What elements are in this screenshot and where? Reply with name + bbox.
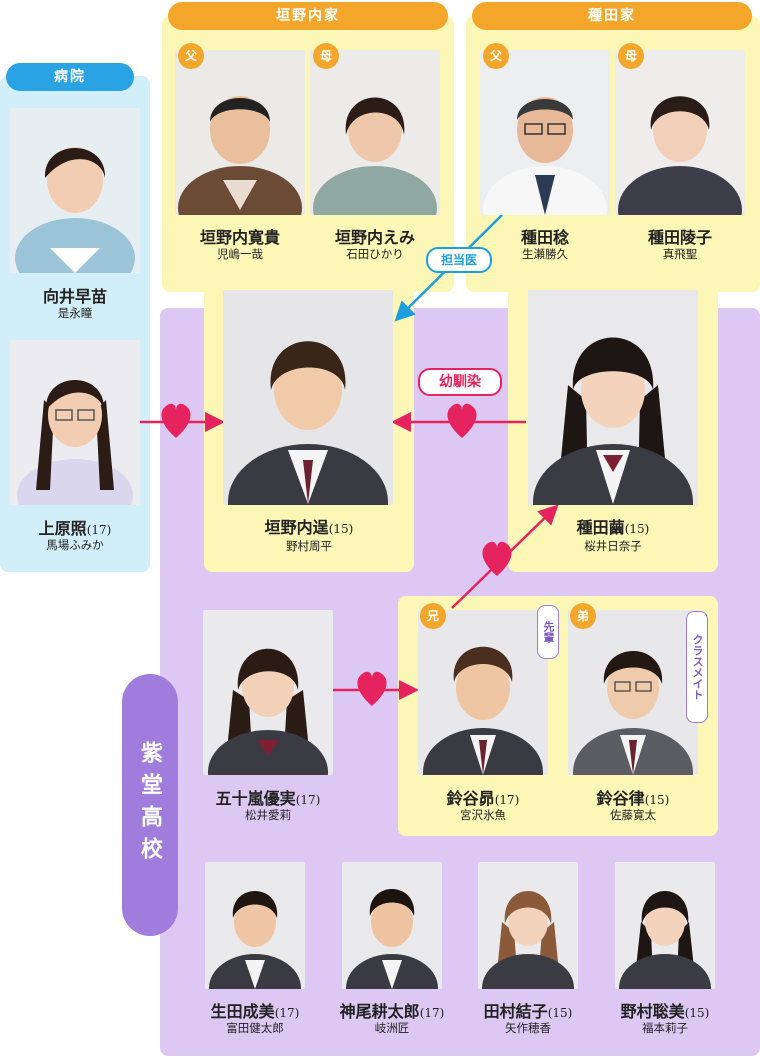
person-age: (17)	[419, 1006, 445, 1020]
ran-photo	[528, 290, 698, 505]
heart-icon	[357, 671, 387, 706]
school-label-text: 紫堂高校	[137, 741, 163, 869]
taneda-family-label: 種田家	[472, 2, 752, 30]
mother-badge: 母	[618, 43, 644, 69]
yumi-photo	[203, 610, 333, 775]
person-age: (17)	[494, 793, 520, 807]
tadashi-name: 垣野内逞(15)	[204, 514, 414, 538]
ritsu-name: 鈴谷律(15)	[558, 785, 708, 809]
heart-icon	[161, 403, 191, 438]
tadashi-photo	[223, 290, 393, 505]
satomi-name: 野村聡美(15)	[595, 998, 735, 1022]
yuiko-photo	[478, 862, 578, 989]
kotaro-name: 神尾耕太郎(17)	[322, 998, 462, 1022]
hiroki-actor: 児嶋一哉	[217, 247, 263, 261]
yumi-actor: 松井愛莉	[245, 808, 291, 822]
narumi-name: 生田成美(17)	[185, 998, 325, 1022]
minoru-name: 種田稔	[480, 224, 610, 248]
person-age: (17)	[295, 793, 321, 807]
person-name: 鈴谷昴	[446, 789, 495, 808]
childhood-friend-tag: 幼馴染	[418, 368, 502, 396]
school-label: 紫堂高校	[122, 674, 178, 936]
person-age: (15)	[644, 793, 670, 807]
father-badge: 父	[178, 43, 204, 69]
subaru-actor: 宮沢氷魚	[460, 808, 506, 822]
kakinouchi-family-label: 垣野内家	[168, 2, 448, 30]
attending-doctor-tag: 担当医	[426, 247, 492, 273]
teru-actor: 馬場ふみか	[46, 538, 104, 552]
father-badge: 父	[483, 43, 509, 69]
minoru-actor: 生瀬勝久	[522, 247, 568, 261]
person-age: (15)	[684, 1006, 710, 1020]
sanae-photo	[10, 108, 140, 273]
yuiko-name: 田村結子(15)	[458, 998, 598, 1022]
ritsu-photo	[568, 610, 698, 775]
ran-name: 種田繭(15)	[508, 514, 718, 538]
hiroki-name: 垣野内寛貴	[175, 224, 305, 248]
heart-icon	[482, 541, 512, 576]
teru-photo	[10, 340, 140, 505]
person-age: (17)	[274, 1006, 300, 1020]
minoru-photo	[480, 50, 610, 215]
person-name: 神尾耕太郎	[339, 1002, 420, 1021]
person-name: 垣野内えみ	[334, 228, 415, 247]
person-name: 野村聡美	[620, 1002, 685, 1021]
senior-tag: 先輩	[537, 605, 559, 659]
person-name: 種田陵子	[647, 228, 712, 247]
tadashi-actor: 野村周平	[286, 539, 332, 553]
younger-brother-badge: 弟	[570, 603, 596, 629]
person-age: (15)	[328, 522, 354, 536]
teru-name: 上原照(17)	[0, 515, 150, 539]
mother-badge: 母	[313, 43, 339, 69]
narumi-photo	[205, 862, 305, 989]
ran-actor: 桜井日奈子	[584, 539, 642, 553]
subaru-photo	[418, 610, 548, 775]
hiroki-photo	[175, 50, 305, 215]
kotaro-photo	[342, 862, 442, 989]
hospital-label: 病院	[6, 63, 134, 91]
sanae-actor: 是永瞳	[57, 306, 93, 320]
emi-photo	[310, 50, 440, 215]
person-name: 種田繭	[576, 518, 625, 537]
person-name: 生田成美	[210, 1002, 275, 1021]
emi-actor: 石田ひかり	[346, 247, 404, 261]
person-name: 田村結子	[483, 1002, 548, 1021]
narumi-actor: 富田健太郎	[226, 1021, 284, 1035]
person-name: 上原照	[38, 519, 87, 538]
person-age: (15)	[624, 522, 650, 536]
person-name: 種田稔	[520, 228, 569, 247]
ryoko-name: 種田陵子	[615, 224, 745, 248]
person-name: 向井早苗	[42, 287, 107, 306]
person-name: 垣野内逞	[264, 518, 329, 537]
emi-name: 垣野内えみ	[310, 224, 440, 248]
older-brother-badge: 兄	[420, 603, 446, 629]
ryoko-photo	[615, 50, 745, 215]
ritsu-actor: 佐藤寛太	[610, 808, 656, 822]
classmate-tag: クラスメイト	[686, 611, 708, 723]
person-name: 鈴谷律	[596, 789, 645, 808]
satomi-actor: 福本莉子	[642, 1021, 688, 1035]
heart-icon	[447, 403, 477, 438]
yumi-name: 五十嵐優実(17)	[193, 785, 343, 809]
person-age: (17)	[86, 523, 112, 537]
person-name: 五十嵐優実	[215, 789, 296, 808]
satomi-photo	[615, 862, 715, 989]
ryoko-actor: 真飛聖	[662, 247, 698, 261]
sanae-name: 向井早苗	[0, 283, 150, 307]
yuiko-actor: 矢作穂香	[505, 1021, 551, 1035]
subaru-name: 鈴谷昴(17)	[408, 785, 558, 809]
person-name: 垣野内寛貴	[199, 228, 280, 247]
person-age: (15)	[547, 1006, 573, 1020]
kotaro-actor: 岐洲匠	[374, 1021, 410, 1035]
